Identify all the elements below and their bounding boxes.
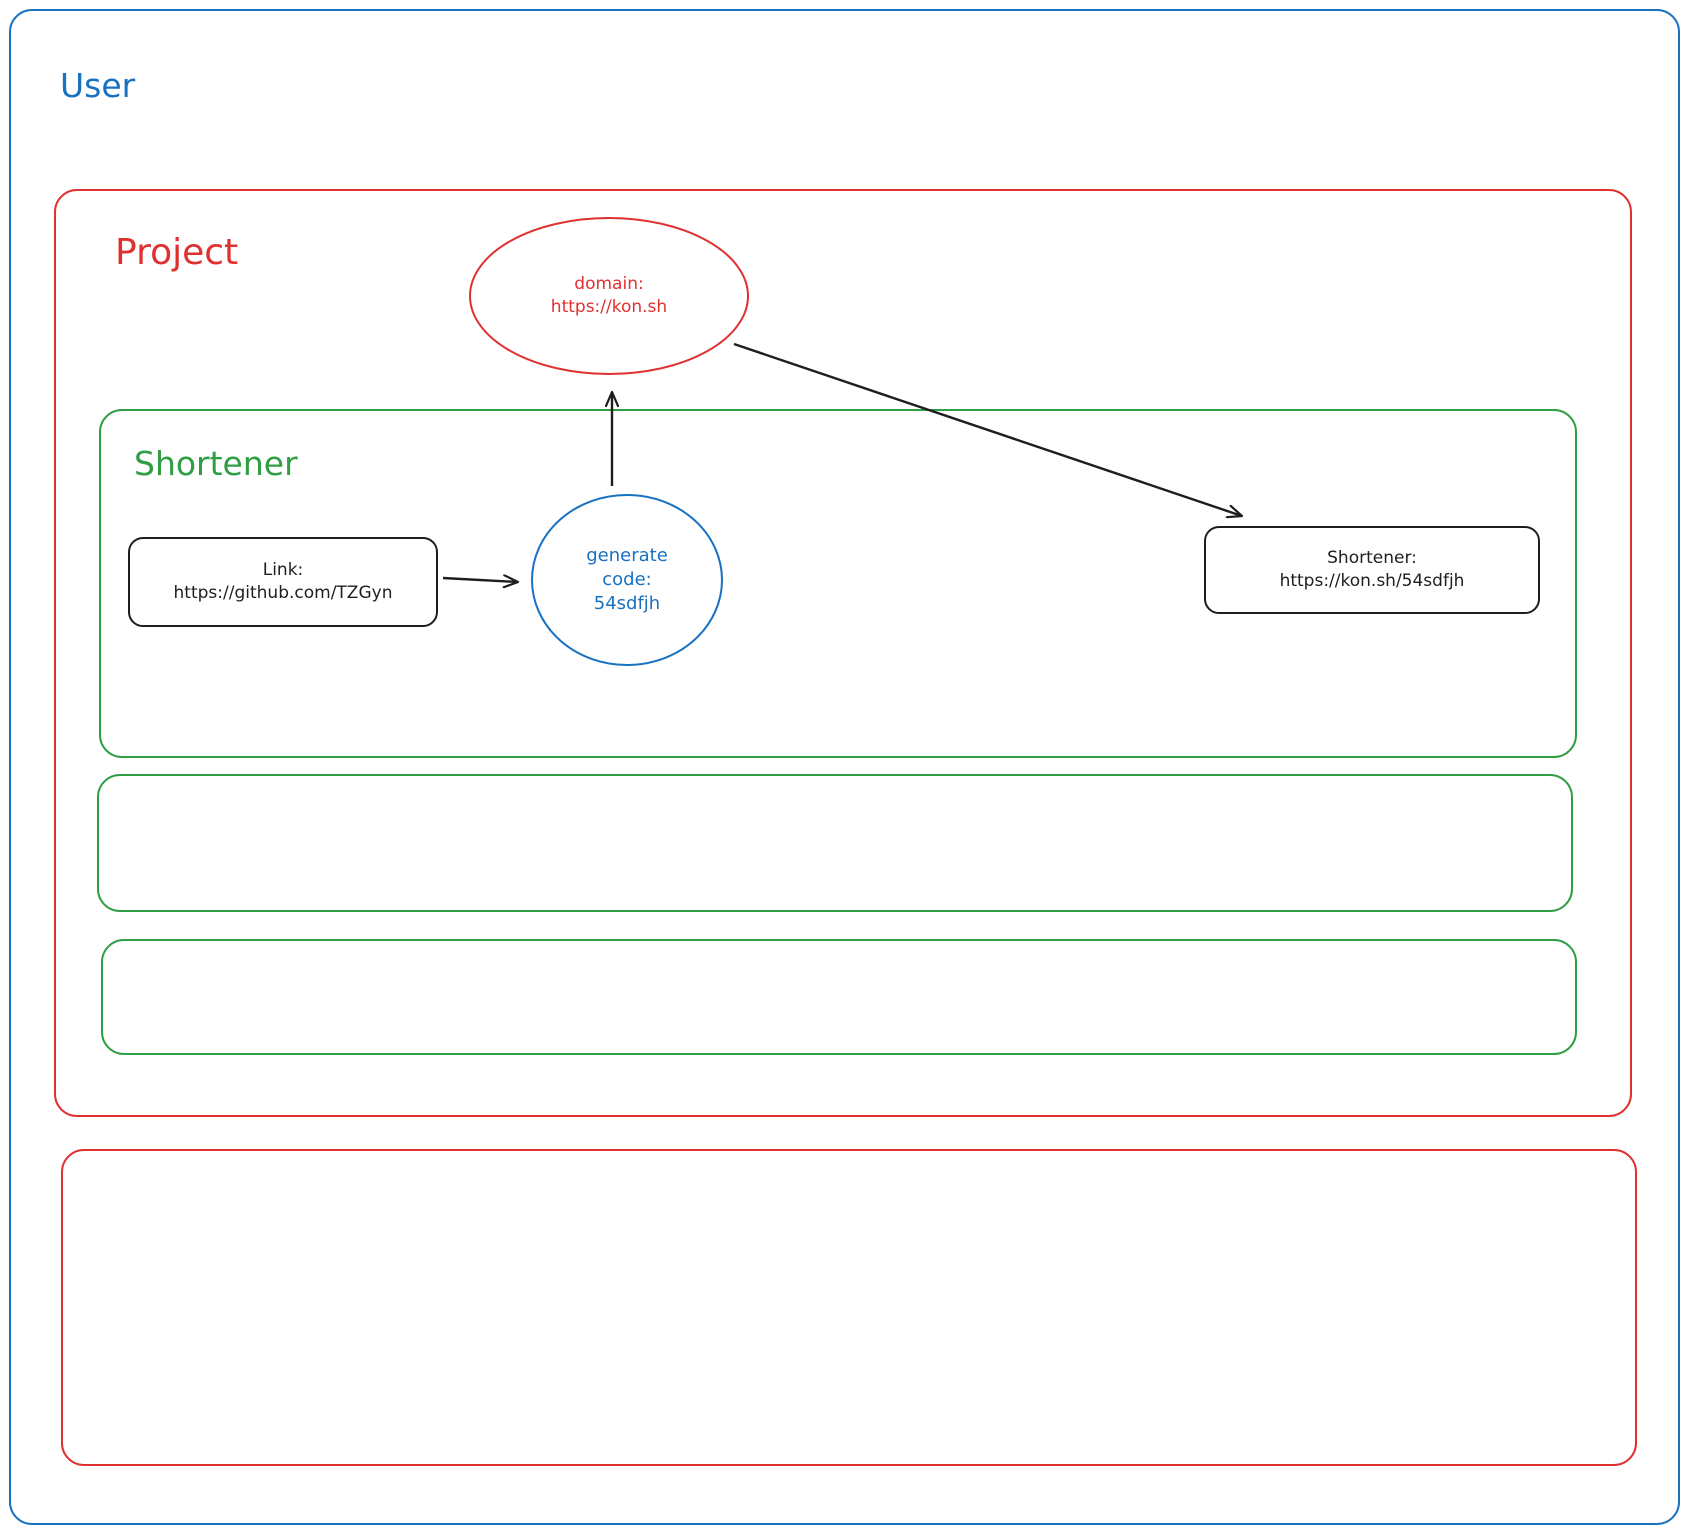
shortener-container-empty-2 <box>101 939 1577 1055</box>
project-container <box>54 189 1632 1117</box>
result-label-value: https://kon.sh/54sdfjh <box>1279 571 1465 591</box>
shortener-title: Shortener <box>134 444 298 483</box>
link-label-value: https://github.com/TZGyn <box>173 583 393 603</box>
generate-label-line1: generate <box>586 544 668 566</box>
project-container-empty <box>61 1149 1637 1466</box>
domain-ellipse <box>469 217 749 375</box>
generate-code-circle <box>531 494 723 666</box>
generate-label-line2: code: <box>602 568 652 590</box>
shortener-container-empty-1 <box>97 774 1573 912</box>
project-title: Project <box>115 232 239 273</box>
domain-label-key: domain: <box>574 274 644 295</box>
generate-label-code: 54sdfjh <box>593 593 661 615</box>
domain-label: domain: https://kon.sh <box>470 256 748 336</box>
user-title: User <box>60 66 136 105</box>
link-label-key: Link: <box>262 560 304 581</box>
link-box <box>128 537 438 627</box>
domain-label-value: https://kon.sh <box>550 297 668 317</box>
arrow-link-to-generate <box>442 578 518 582</box>
arrow-domain-to-result <box>733 342 1242 516</box>
shortener-container <box>99 409 1577 758</box>
shortener-result-box <box>1204 526 1540 614</box>
user-container <box>9 9 1680 1525</box>
generate-code-label: generate code: 54sdfjh <box>532 535 722 625</box>
shortener-result-label: Shortener: https://kon.sh/54sdfjh <box>1205 527 1539 613</box>
result-label-key: Shortener: <box>1327 548 1417 569</box>
link-box-label: Link: https://github.com/TZGyn <box>129 538 437 626</box>
